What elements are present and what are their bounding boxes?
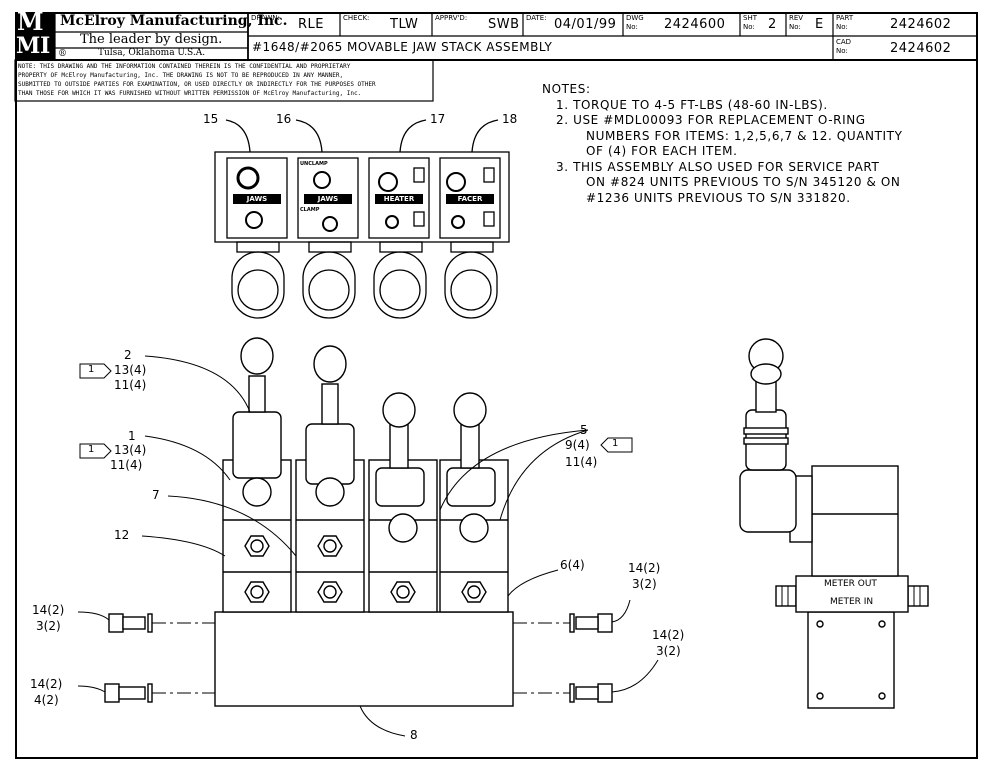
drawing-title: #1648/#2065 MOVABLE JAW STACK ASSEMBLY [252,40,553,54]
callout-left-upper-b: 3(2) [36,619,61,633]
decal-label-facer: FACER [457,195,483,203]
front-leaders [77,355,659,737]
side-threads [781,586,921,606]
drawn-value: RLE [298,17,324,32]
callout-7: 7 [152,488,160,502]
check-value: TLW [390,17,419,32]
decal-bars [233,194,494,204]
flag-note-1b: 1 [88,444,95,455]
cad-no-label: No: [836,47,848,55]
decal-label-jaws-2: JAWS [317,195,339,203]
date-value: 04/01/99 [554,17,617,32]
callout-2-qty-a: 13(4) [114,363,147,377]
callout-5: 5 [580,423,588,437]
callout-6: 6(4) [560,558,585,572]
logo-i: I [40,33,51,59]
drawn-label: DRAWN: [251,14,280,22]
rev-value: E [815,17,824,32]
meter-out-label: METER OUT [824,579,877,589]
decal-label-jaws-1: JAWS [246,195,268,203]
callout-1-qty-b: 11(4) [110,458,143,472]
callout-1: 1 [128,429,136,443]
sht-no-label: No: [743,23,755,31]
title-block-grid [14,12,978,102]
callout-1-qty-a: 13(4) [114,443,147,457]
check-label: CHECK: [343,14,370,22]
dwg-value: 2424600 [664,17,726,32]
cad-label: CAD [836,38,852,46]
callout-left-lower-b: 4(2) [34,693,59,707]
apprvd-label: APPRV'D: [435,14,468,22]
callout-12: 12 [114,528,130,542]
meter-in-label: METER IN [830,597,874,607]
sht-label: SHT [743,14,757,22]
confidential-line: NOTE: THIS DRAWING AND THE INFORMATION C… [18,63,351,70]
confidential-line: PROPERTY OF McElroy Manufacturing, Inc. … [18,72,344,79]
callout-17: 17 [430,112,446,126]
note-line: 3. THIS ASSEMBLY ALSO USED FOR SERVICE P… [556,159,880,174]
dwg-label: DWG [626,14,644,22]
company-location: Tulsa, Oklahoma U.S.A. [98,48,206,58]
callout-right-lower-b: 3(2) [656,644,681,658]
confidential-line: SUBMITTED TO OUTSIDE PARTIES FOR EXAMINA… [18,81,376,88]
part-label: PART [836,14,854,22]
notes-block: NOTES: 1. TORQUE TO 4-5 FT-LBS (48-60 IN… [542,82,903,206]
callout-left-upper-a: 14(2) [32,603,65,617]
centerlines [152,622,570,694]
logo-m-top: M [17,7,44,36]
note-line: NUMBERS FOR ITEMS: 1,2,5,6,7 & 12. QUANT… [586,128,903,143]
confidential-note: NOTE: THIS DRAWING AND THE INFORMATION C… [18,62,432,98]
note-line: OF (4) FOR EACH ITEM. [586,144,738,158]
callout-2: 2 [124,348,132,362]
callout-15: 15 [203,112,219,126]
part-value: 2424602 [890,17,952,32]
dwg-no-label: No: [626,23,638,31]
registered-mark: ® [58,49,67,59]
drawing-frame [15,12,978,759]
date-label: DATE: [526,14,547,22]
decal-label-clamp: CLAMP [300,207,320,213]
note-line: 1. TORQUE TO 4-5 FT-LBS (48-60 IN-LBS). [556,97,828,112]
callout-right-lower-a: 14(2) [652,628,685,642]
sht-value: 2 [768,17,777,32]
callout-right-upper-b: 3(2) [632,577,657,591]
note-line: #1236 UNITS PREVIOUS TO S/N 331820. [586,190,851,205]
callout-16: 16 [276,112,292,126]
cad-value: 2424602 [890,41,952,56]
decal-label-unclamp: UNCLAMP [300,161,328,167]
company-slogan: The leader by design. [80,32,223,47]
apprvd-value: SWB [488,17,520,32]
notes-heading: NOTES: [542,82,591,96]
callout-5-qty-a: 9(4) [565,438,590,452]
note-line: 2. USE #MDL00093 FOR REPLACEMENT O-RING [556,113,866,127]
flag-note-1a: 1 [88,364,95,375]
note-line: ON #824 UNITS PREVIOUS TO S/N 345120 & O… [586,175,901,189]
callout-left-lower-a: 14(2) [30,677,63,691]
rev-label: REV [789,14,804,22]
callout-18: 18 [502,112,518,126]
callout-8: 8 [410,728,418,742]
flag-note-1c: 1 [612,438,619,449]
logo-block [15,12,55,60]
logo-m-bottom: M [16,33,41,59]
flag-notes [79,363,633,459]
part-no-label: No: [836,23,848,31]
confidential-line: THAN THOSE FOR WHICH IT WAS FURNISHED WI… [18,90,362,97]
top-view [214,119,510,319]
side-view [739,338,929,709]
company-name: McElroy Manufacturing, Inc. [60,13,288,29]
front-view [104,337,613,707]
callout-right-upper-a: 14(2) [628,561,661,575]
decal-label-heater: HEATER [383,195,415,203]
callout-5-qty-b: 11(4) [565,455,598,469]
rev-no-label: No: [789,23,801,31]
callout-2-qty-b: 11(4) [114,378,147,392]
